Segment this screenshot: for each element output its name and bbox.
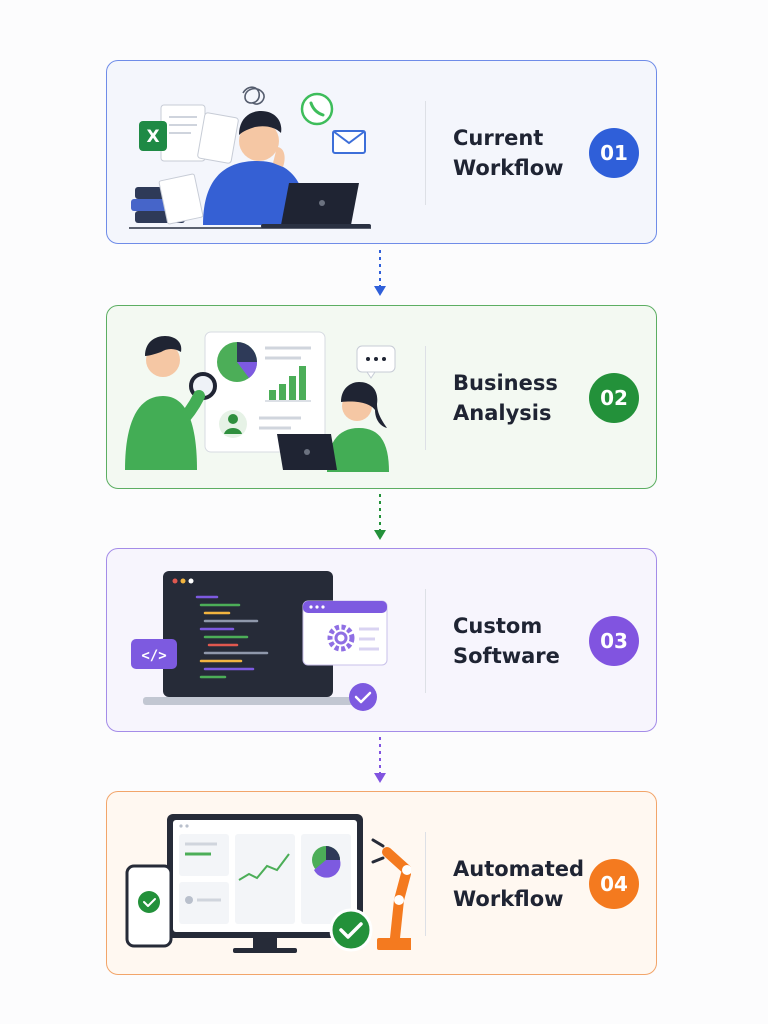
arrow-down-icon xyxy=(374,494,386,540)
step-divider xyxy=(425,101,426,205)
step-title-line2: Workflow xyxy=(453,156,564,180)
whatsapp-icon xyxy=(300,92,334,126)
step-divider xyxy=(425,832,426,936)
laptop-icon xyxy=(261,183,371,228)
current-workflow-illustration: X xyxy=(129,86,371,229)
step-title-line1: Automated xyxy=(453,857,585,881)
laptop-icon xyxy=(277,434,337,470)
step-divider xyxy=(425,346,426,450)
arrow-down-icon xyxy=(374,250,386,296)
document-icon xyxy=(160,104,239,164)
code-icon: </> xyxy=(131,639,177,669)
step-number-badge: 04 xyxy=(589,859,639,909)
mail-icon xyxy=(332,130,366,154)
excel-icon: X xyxy=(139,121,167,151)
custom-software-illustration: </> xyxy=(131,571,388,711)
gear-icon xyxy=(327,624,355,652)
step-title-line1: Custom xyxy=(453,614,543,638)
person-icon xyxy=(203,111,307,225)
step-automated-workflow: Automated Workflow 04 xyxy=(106,791,657,975)
code-icon-text: </> xyxy=(141,648,166,664)
step-title: Current Workflow xyxy=(453,123,593,183)
step-title-line2: Workflow xyxy=(453,887,564,911)
phone-icon xyxy=(125,864,173,948)
step-current-workflow: X Cur xyxy=(106,60,657,244)
pie-chart-icon xyxy=(217,342,257,382)
step-title-line2: Analysis xyxy=(453,401,552,425)
step-custom-software: </> Custom Software 03 xyxy=(106,548,657,732)
step-title: Custom Software xyxy=(453,611,593,671)
step-number-badge: 03 xyxy=(589,616,639,666)
step-title-line2: Software xyxy=(453,644,560,668)
step-number-badge: 01 xyxy=(589,128,639,178)
step-title: Automated Workflow xyxy=(453,854,593,914)
bar-chart-icon xyxy=(265,366,311,402)
robot-arm-icon xyxy=(371,838,411,950)
step-title-line1: Current xyxy=(453,126,544,150)
step-number-badge: 02 xyxy=(589,373,639,423)
excel-icon-letter: X xyxy=(146,127,159,147)
check-icon xyxy=(349,683,377,711)
automated-workflow-illustration xyxy=(125,814,411,953)
step-title: Business Analysis xyxy=(453,368,593,428)
step-title-line1: Business xyxy=(453,371,558,395)
step-business-analysis: Business Analysis 02 xyxy=(106,305,657,489)
monitor-icon xyxy=(167,814,363,953)
business-analysis-illustration xyxy=(125,331,396,472)
step-divider xyxy=(425,589,426,693)
speech-bubble-icon xyxy=(356,345,396,379)
check-icon xyxy=(329,908,373,952)
arrow-down-icon xyxy=(374,737,386,783)
